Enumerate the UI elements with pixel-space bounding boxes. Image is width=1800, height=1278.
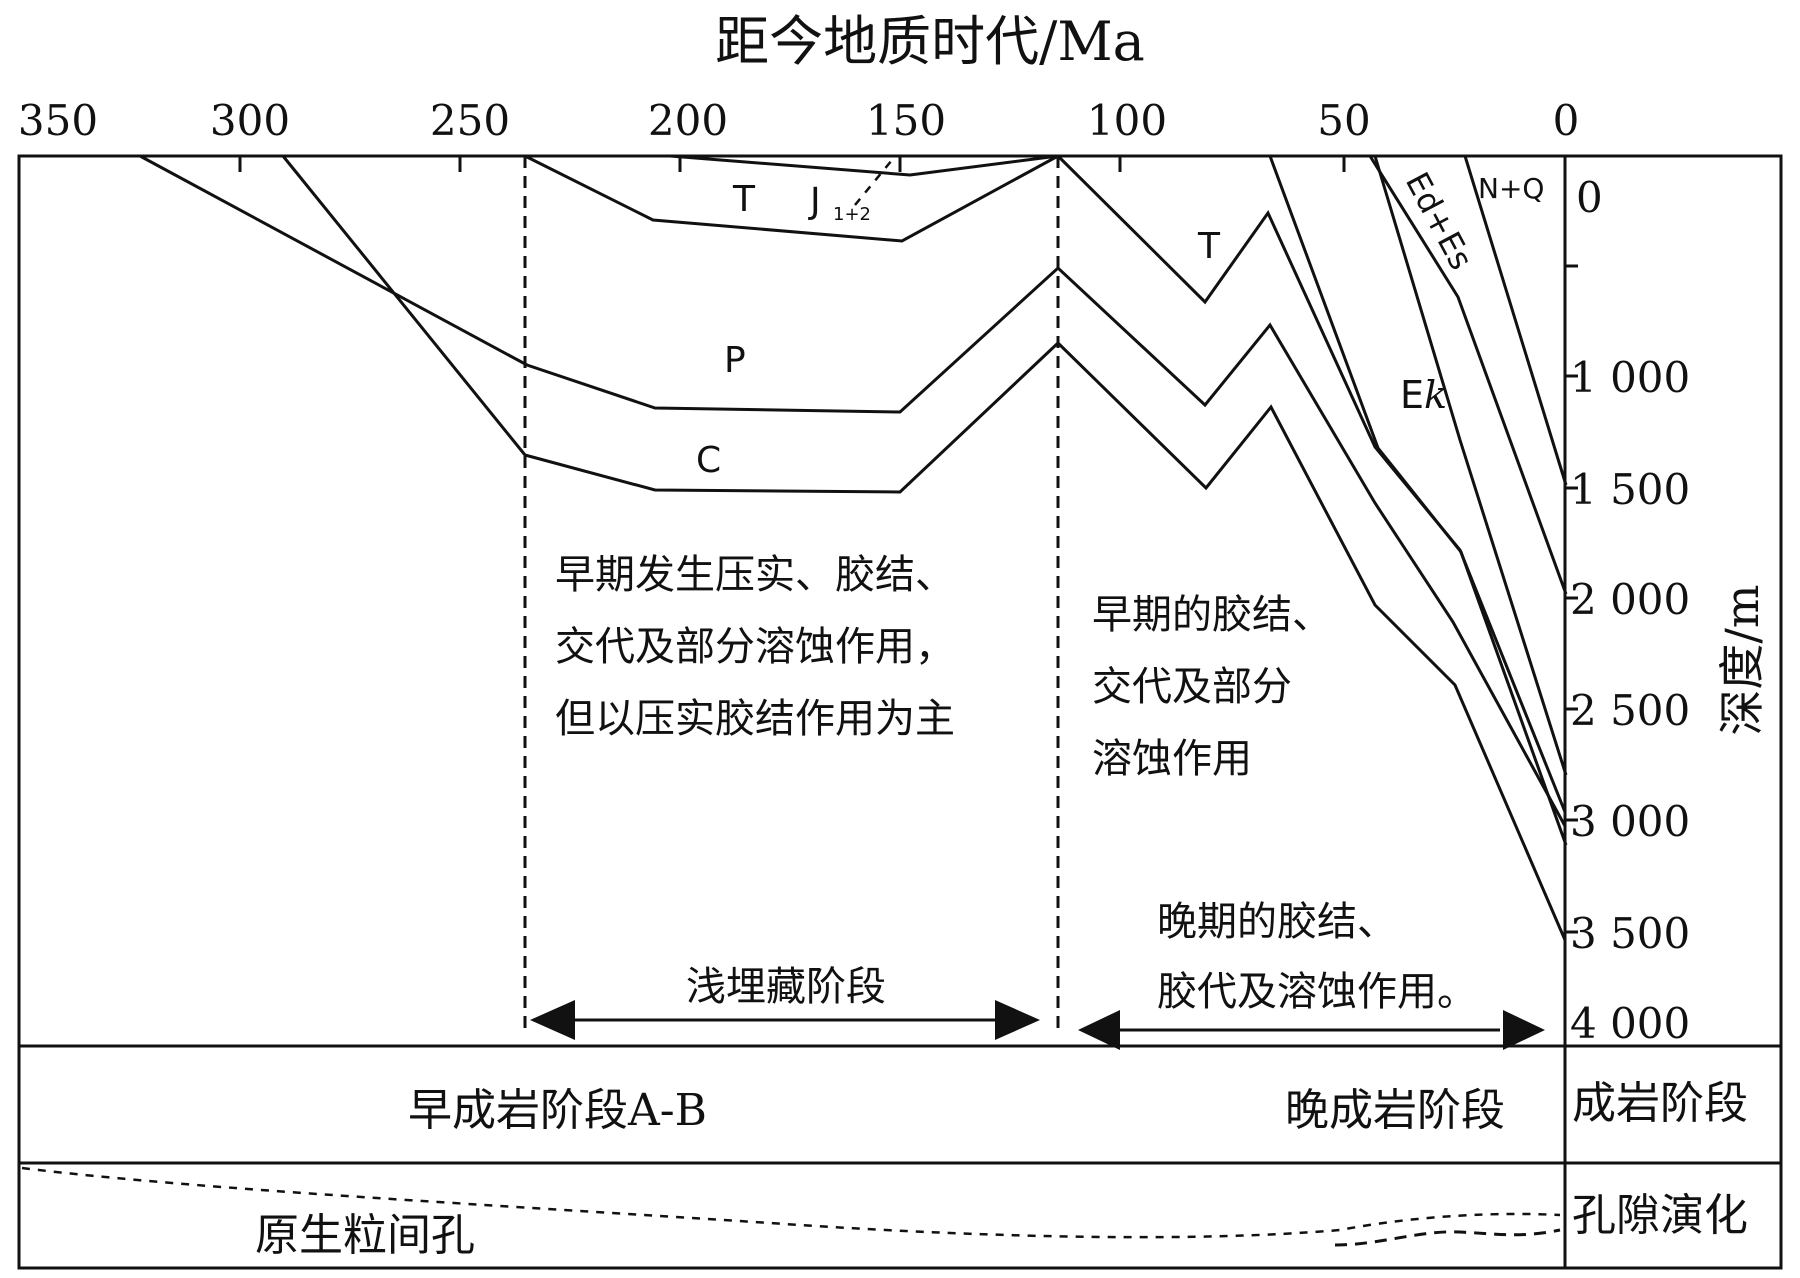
process-note-early-shallow: 早期发生压实、胶结、 [555, 552, 955, 598]
stage-row-label: 成岩阶段 [1572, 1078, 1748, 1129]
burial-curve-ed-top [1373, 155, 1568, 776]
stage-late-label: 晚成岩阶段 [1285, 1085, 1505, 1136]
y-axis-label: 深度/m [1715, 584, 1769, 735]
x-tick-label: 0 [1553, 96, 1580, 145]
process-note-early-deep: 交代及部分 [1092, 664, 1292, 710]
process-note-early-shallow: 交代及部分溶蚀作用， [555, 624, 955, 670]
formation-label-j-subscript: 1+2 [833, 204, 871, 225]
formation-label-n-q: N+Q [1478, 172, 1544, 205]
primary-porosity-curve [21, 1166, 1561, 1239]
stage-early-label: 早成岩阶段A-B [408, 1085, 707, 1136]
x-tick-label: 200 [648, 96, 728, 145]
y-tick-label: 3 000 [1570, 797, 1690, 846]
y-tick-label: 2 000 [1570, 575, 1690, 624]
formation-label-c: C [696, 440, 721, 481]
formation-labels: T J 1+2 P C T Ed+Es N+Q Ek [696, 166, 1544, 481]
x-tick-label: 250 [430, 96, 510, 145]
process-note-early-deep: 早期的胶结、 [1092, 592, 1332, 638]
formation-label-t: T [732, 179, 756, 220]
process-notes: 早期发生压实、胶结、 交代及部分溶蚀作用， 但以压实胶结作用为主 早期的胶结、 … [555, 552, 1477, 1015]
shallow-burial-arrow [530, 1000, 1040, 1040]
secondary-porosity-curve [1334, 1228, 1561, 1247]
x-axis-ticks [238, 156, 1346, 172]
process-note-early-deep: 溶蚀作用 [1092, 736, 1252, 782]
y-tick-label: 1 500 [1570, 465, 1690, 514]
process-note-early-shallow: 但以压实胶结作用为主 [555, 696, 955, 742]
x-tick-label: 350 [18, 96, 98, 145]
x-tick-label: 100 [1087, 96, 1167, 145]
y-axis-ticks [1565, 264, 1578, 934]
burial-curves [139, 154, 1568, 941]
process-note-late: 胶代及溶蚀作用。 [1157, 969, 1477, 1015]
y-tick-label: 4 000 [1570, 999, 1690, 1048]
porosity-primary-label: 原生粒间孔 [255, 1210, 475, 1261]
burial-curve-nq-base [1463, 155, 1568, 486]
y-tick-label: 1 000 [1570, 353, 1690, 402]
y-axis: 0 1 000 1 500 2 000 2 500 3 000 3 500 4 … [1570, 173, 1769, 1048]
late-stage-arrow [1078, 1010, 1545, 1050]
formation-label-t-right: T [1197, 226, 1221, 267]
j-leader-line [854, 159, 893, 206]
x-axis: 350 300 250 200 150 100 50 0 [18, 96, 1579, 145]
formation-label-j: J [808, 181, 821, 222]
burial-curve-c-base [281, 155, 1567, 941]
diagram-title: 距今地质时代/Ma [715, 10, 1145, 73]
x-tick-label: 300 [210, 96, 290, 145]
x-tick-label: 150 [866, 96, 946, 145]
x-tick-label: 50 [1317, 96, 1370, 145]
process-note-late: 晚期的胶结、 [1157, 899, 1397, 945]
y-tick-label: 3 500 [1570, 909, 1690, 958]
burial-curve-j-base [669, 154, 1059, 177]
burial-curve-ek-base [1268, 155, 1568, 846]
porosity-row-label: 孔隙演化 [1572, 1190, 1748, 1241]
burial-curve-ed-base [1368, 155, 1568, 595]
formation-label-ek: Ek [1400, 373, 1447, 417]
formation-label-p: P [724, 340, 746, 381]
burial-curve-p-base [139, 154, 1567, 827]
y-tick-label: 2 500 [1570, 686, 1690, 735]
shallow-burial-label: 浅埋藏阶段 [686, 964, 886, 1010]
y-tick-label: 0 [1576, 173, 1603, 222]
burial-curve-t-base [524, 154, 1059, 243]
